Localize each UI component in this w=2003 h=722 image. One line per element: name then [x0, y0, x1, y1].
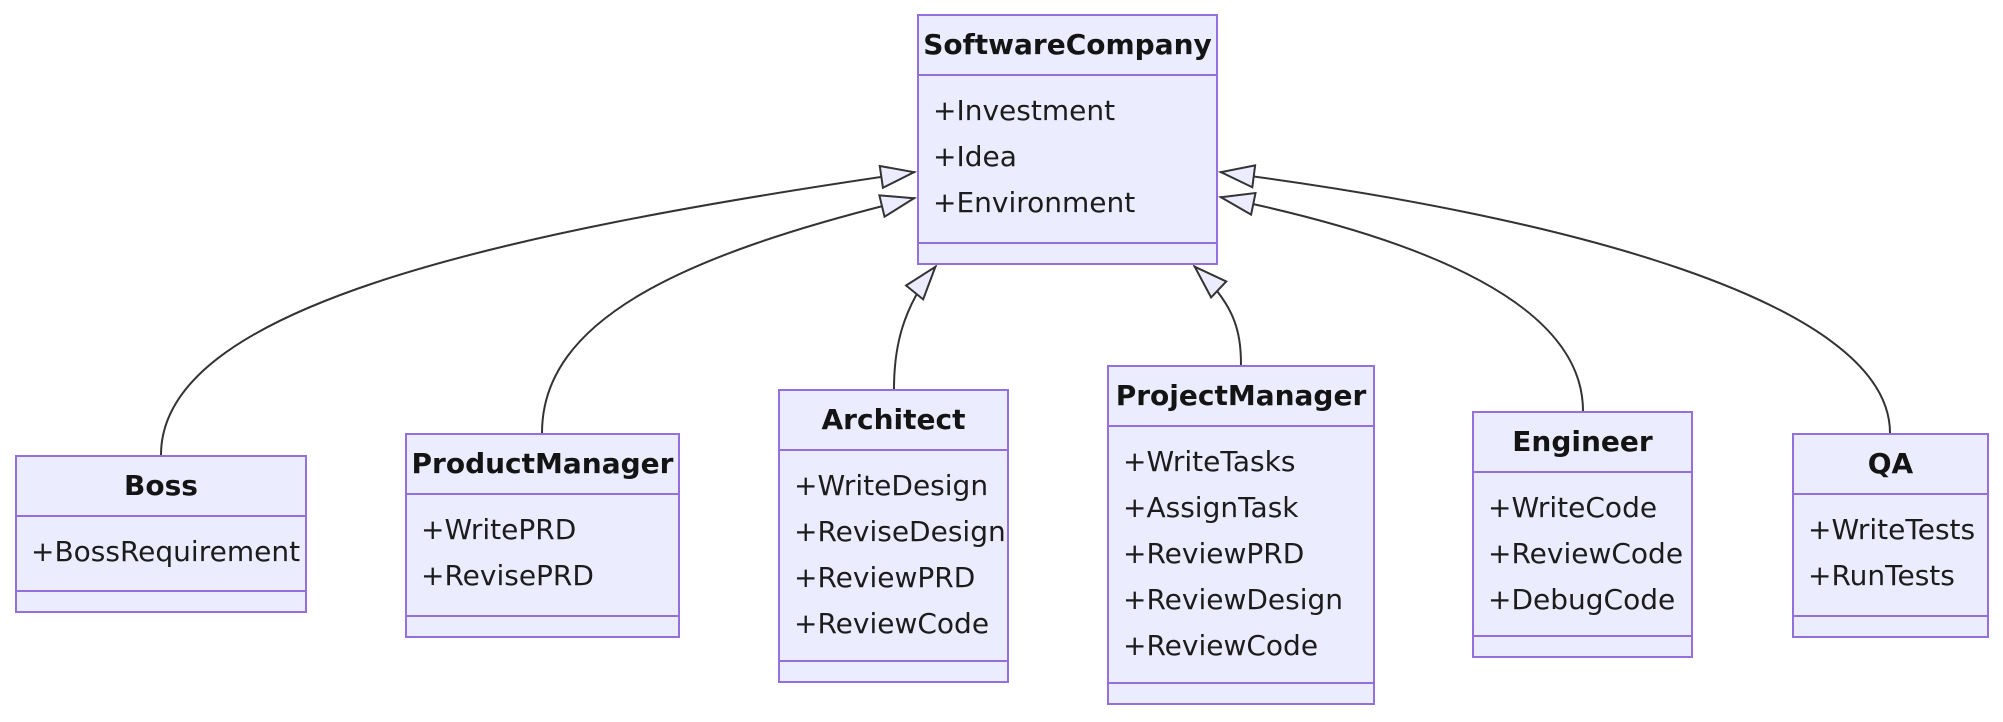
attributes-compartment-architect: +WriteDesign +ReviseDesign +ReviewPRD +R… — [780, 451, 1007, 660]
methods-compartment-empty — [407, 615, 678, 636]
methods-compartment-empty — [17, 590, 305, 611]
class-box-boss: Boss +BossRequirement — [15, 455, 307, 613]
class-box-qa: QA +WriteTests +RunTests — [1792, 433, 1989, 638]
class-member: +Environment — [933, 186, 1136, 219]
class-title-boss: Boss — [17, 457, 305, 517]
edge-engineer-inheritance — [1217, 191, 1584, 412]
class-member: +ReviseDesign — [794, 515, 1006, 548]
class-member: +ReviewDesign — [1123, 583, 1344, 616]
class-title-projectmanager: ProjectManager — [1109, 367, 1373, 427]
class-member: +ReviewCode — [1123, 629, 1319, 662]
edge-qa-inheritance — [1217, 164, 1891, 434]
class-box-softwarecompany: SoftwareCompany +Investment +Idea +Envir… — [917, 14, 1218, 265]
class-member: +AssignTask — [1123, 491, 1299, 524]
class-member: +ReviewPRD — [1123, 537, 1305, 570]
class-box-productmanager: ProductManager +WritePRD +RevisePRD — [405, 433, 680, 638]
class-member: +RevisePRD — [421, 559, 594, 592]
edge-projectmanager-inheritance — [1192, 264, 1242, 366]
class-member: +WriteDesign — [794, 469, 989, 502]
class-member: +WriteCode — [1488, 491, 1658, 524]
class-member: +DebugCode — [1488, 583, 1676, 616]
attributes-compartment-productmanager: +WritePRD +RevisePRD — [407, 495, 678, 615]
class-member: +Idea — [933, 140, 1017, 173]
class-box-projectmanager: ProjectManager +WriteTasks +AssignTask +… — [1107, 365, 1375, 705]
class-title-softwarecompany: SoftwareCompany — [919, 16, 1216, 76]
attributes-compartment-engineer: +WriteCode +ReviewCode +DebugCode — [1474, 473, 1691, 635]
methods-compartment-empty — [1109, 682, 1373, 703]
class-member: +BossRequirement — [31, 535, 301, 568]
methods-compartment-empty — [780, 660, 1007, 681]
edge-architect-inheritance — [893, 264, 938, 390]
methods-compartment-empty — [1794, 615, 1987, 636]
class-member: +WriteTests — [1808, 513, 1976, 546]
class-title-qa: QA — [1794, 435, 1987, 495]
class-member: +WritePRD — [421, 513, 577, 546]
class-member: +ReviewCode — [1488, 537, 1684, 570]
methods-compartment-empty — [919, 242, 1216, 263]
class-box-architect: Architect +WriteDesign +ReviseDesign +Re… — [778, 389, 1009, 683]
class-member: +Investment — [933, 94, 1116, 127]
attributes-compartment-boss: +BossRequirement — [17, 517, 305, 590]
class-member: +WriteTasks — [1123, 445, 1296, 478]
class-member: +ReviewPRD — [794, 561, 976, 594]
class-box-engineer: Engineer +WriteCode +ReviewCode +DebugCo… — [1472, 411, 1693, 658]
class-member: +ReviewCode — [794, 607, 990, 640]
edge-boss-inheritance — [160, 164, 918, 456]
class-title-productmanager: ProductManager — [407, 435, 678, 495]
attributes-compartment-projectmanager: +WriteTasks +AssignTask +ReviewPRD +Revi… — [1109, 427, 1373, 682]
class-title-architect: Architect — [780, 391, 1007, 451]
class-title-engineer: Engineer — [1474, 413, 1691, 473]
attributes-compartment-softwarecompany: +Investment +Idea +Environment — [919, 76, 1216, 242]
attributes-compartment-qa: +WriteTests +RunTests — [1794, 495, 1987, 615]
methods-compartment-empty — [1474, 635, 1691, 656]
class-member: +RunTests — [1808, 559, 1955, 592]
edge-productmanager-inheritance — [541, 194, 918, 434]
